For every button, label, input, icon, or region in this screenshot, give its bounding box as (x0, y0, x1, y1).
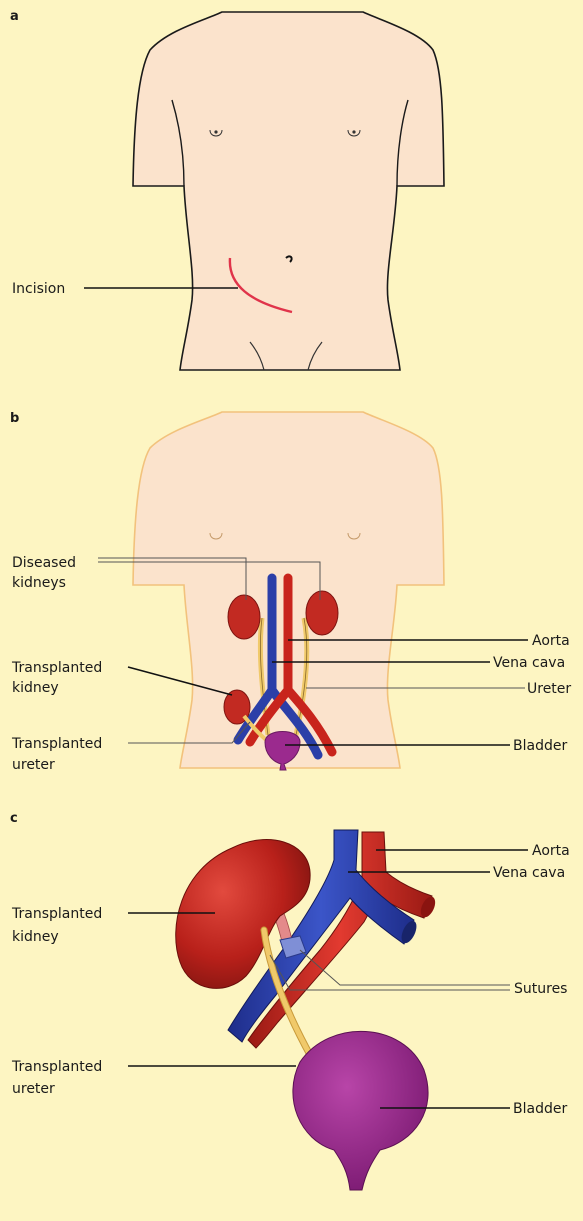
torso-outline-a (133, 12, 444, 370)
incision-label: Incision (12, 281, 65, 297)
diseased-kidney-left (228, 595, 260, 639)
bladder-c (293, 1031, 428, 1190)
sutures-label-c: Sutures (514, 981, 567, 997)
panel-a: a Incision (10, 9, 444, 370)
vena-cava-label-b: Vena cava (493, 655, 565, 671)
aorta-label-b: Aorta (532, 633, 570, 649)
transplanted-ureter-label-b-line2: ureter (12, 757, 55, 773)
transplanted-ureter-label-b-line1: Transplanted (11, 736, 102, 752)
transplanted-kidney-label-b-line1: Transplanted (11, 660, 102, 676)
diseased-kidney-right (306, 591, 338, 635)
bladder-label-c: Bladder (513, 1101, 567, 1117)
panel-a-letter: a (10, 9, 19, 24)
transplanted-kidney-label-b-line2: kidney (12, 680, 59, 696)
panel-b: b Diseased kidneys Aorta Vena cava Urete… (10, 411, 571, 773)
vena-cava-label-c: Vena cava (493, 865, 565, 881)
panel-b-letter: b (10, 411, 19, 426)
transplanted-kidney-label-c-line1: Transplanted (11, 906, 102, 922)
aorta-label-c: Aorta (532, 843, 570, 859)
diseased-label-line1: Diseased (12, 555, 76, 571)
transplanted-ureter-label-c-line1: Transplanted (11, 1059, 102, 1075)
ureter-label-b: Ureter (527, 681, 571, 697)
bladder-label-b: Bladder (513, 738, 567, 754)
transplanted-ureter-label-c-line2: ureter (12, 1081, 55, 1097)
diseased-label-line2: kidneys (12, 575, 66, 591)
panel-c: c Aorta Vena cava Transplanted kidney Su… (10, 811, 570, 1190)
transplanted-kidney-label-c-line2: kidney (12, 929, 59, 945)
panel-c-letter: c (10, 811, 18, 826)
